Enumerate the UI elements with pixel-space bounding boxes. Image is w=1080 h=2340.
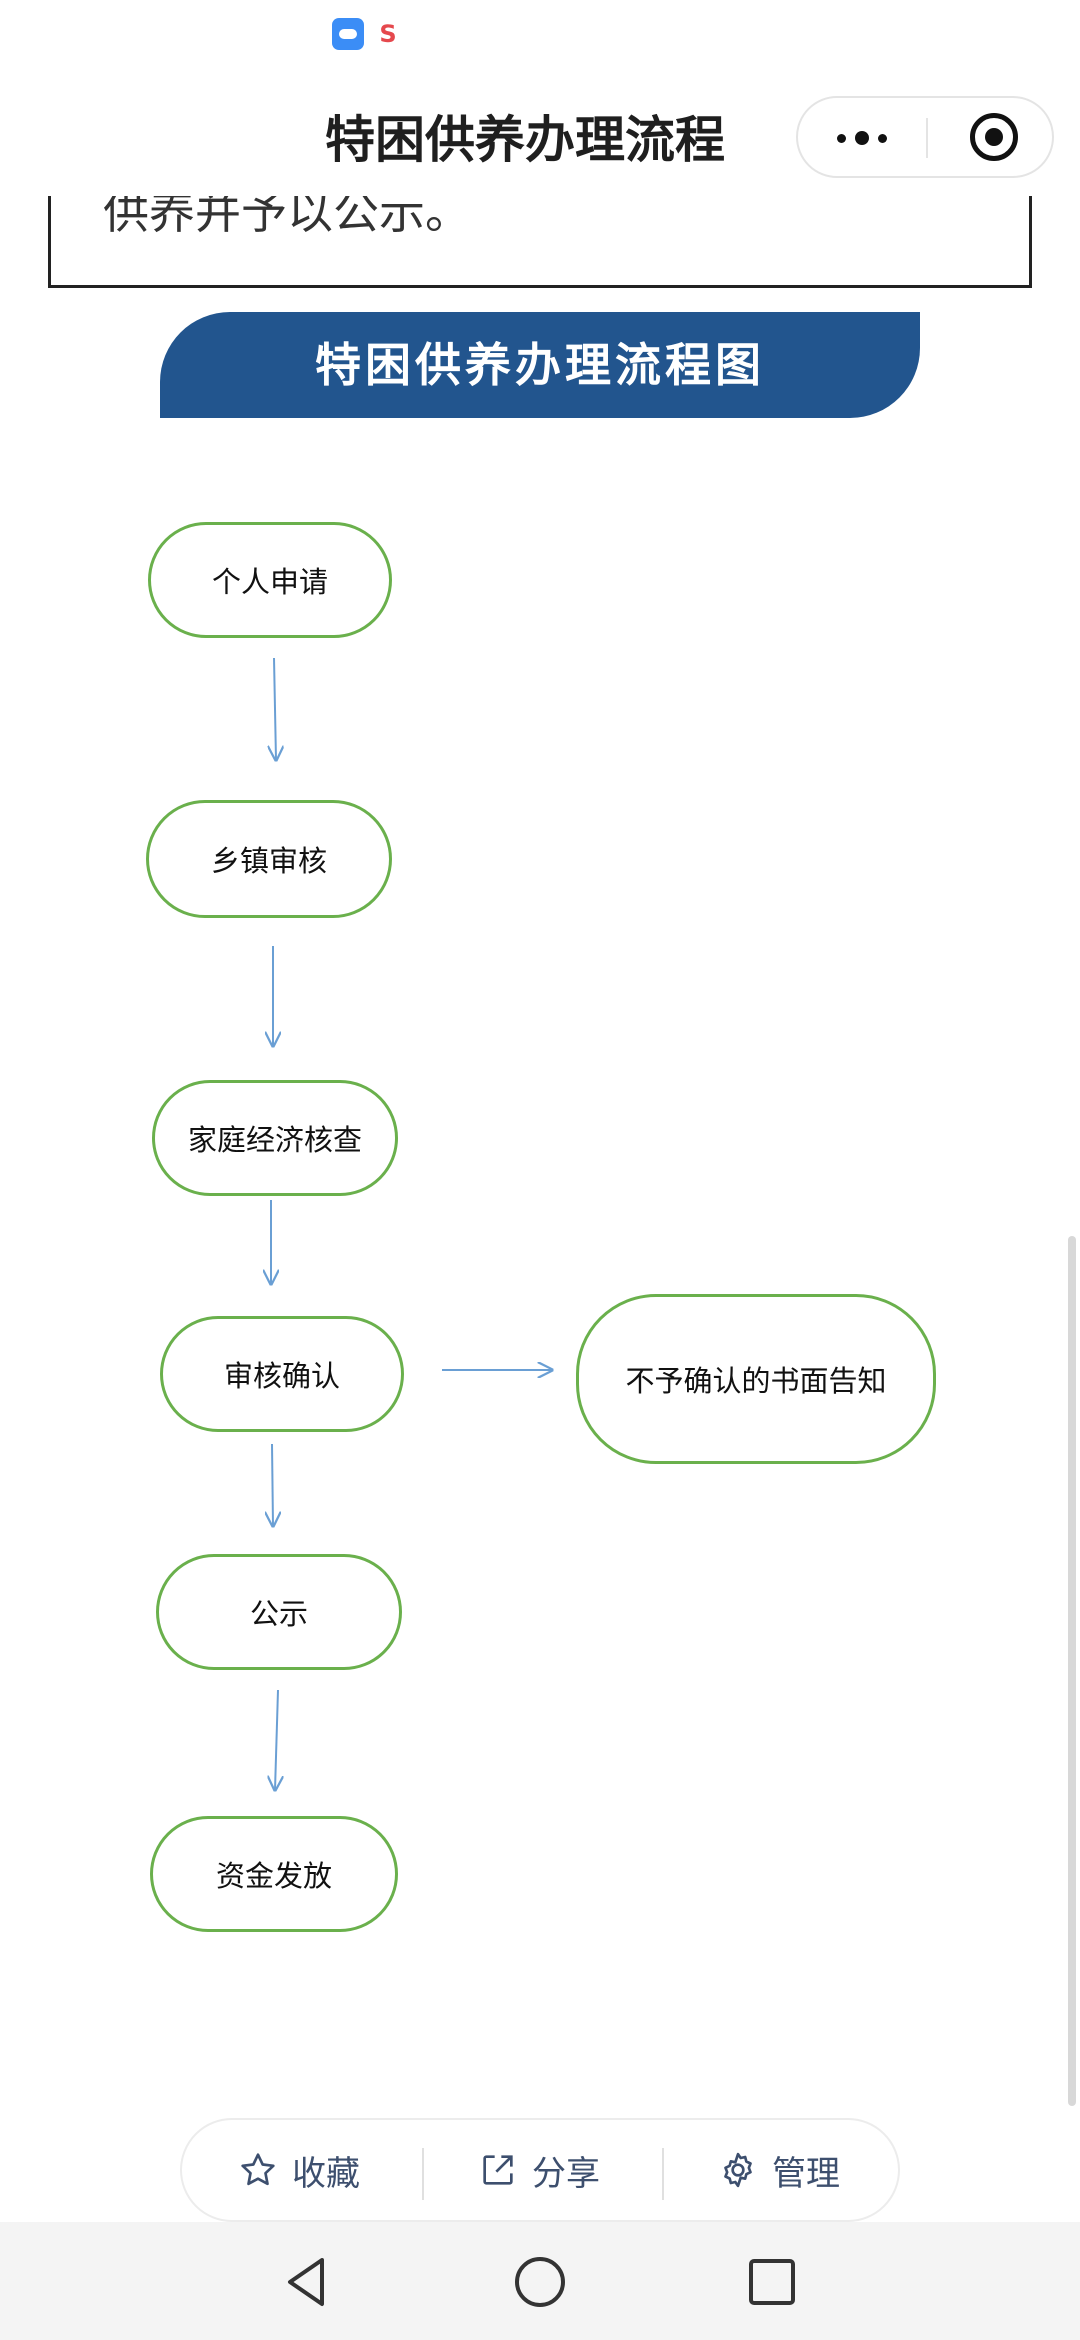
manage-label: 管理 — [772, 2153, 840, 2194]
mini-program-capsule — [796, 96, 1054, 178]
capsule-divider — [926, 118, 928, 158]
bottom-divider — [422, 2148, 424, 2200]
cloud-icon — [332, 18, 364, 50]
bottom-divider — [662, 2148, 664, 2200]
star-icon — [241, 2153, 275, 2186]
page-title: 特困供养办理流程 — [325, 111, 725, 169]
status-bar: S — [0, 0, 1080, 72]
flow-step-personal-application: 个人申请 — [148, 522, 392, 638]
title-bar: 特困供养办理流程 — [0, 72, 1080, 196]
flow-step-township-review: 乡镇审核 — [146, 800, 392, 918]
more-icon[interactable] — [820, 98, 906, 176]
system-nav-bar — [0, 2222, 1080, 2340]
recent-apps-icon[interactable] — [742, 2252, 802, 2312]
favorite-label: 收藏 — [292, 2153, 360, 2194]
flow-step-review-confirm: 审核确认 — [160, 1316, 404, 1432]
flow-step-publicity: 公示 — [156, 1554, 402, 1670]
share-button[interactable]: 分享 — [478, 2120, 600, 2220]
flow-step-economic-check: 家庭经济核查 — [152, 1080, 398, 1196]
home-icon[interactable] — [510, 2252, 570, 2312]
section-banner: 特困供养办理流程图 — [160, 312, 920, 418]
close-target-icon[interactable] — [970, 113, 1018, 161]
flow-step-fund-release: 资金发放 — [150, 1816, 398, 1932]
back-icon[interactable] — [278, 2252, 338, 2312]
share-label: 分享 — [532, 2153, 600, 2194]
arrow-1 — [274, 657, 276, 760]
scrollbar[interactable] — [1068, 1236, 1076, 2106]
manage-button[interactable]: 管理 — [718, 2120, 840, 2220]
favorite-button[interactable]: 收藏 — [238, 2120, 360, 2220]
gear-icon — [724, 2152, 752, 2188]
brand-logo-icon: S — [372, 18, 404, 50]
arrow-4 — [272, 1443, 273, 1526]
bottom-action-bar: 收藏 分享 管理 — [180, 2118, 900, 2222]
arrow-5 — [275, 1689, 278, 1790]
flow-step-rejection-notice: 不予确认的书面告知 — [576, 1294, 936, 1464]
share-icon — [483, 2155, 513, 2185]
